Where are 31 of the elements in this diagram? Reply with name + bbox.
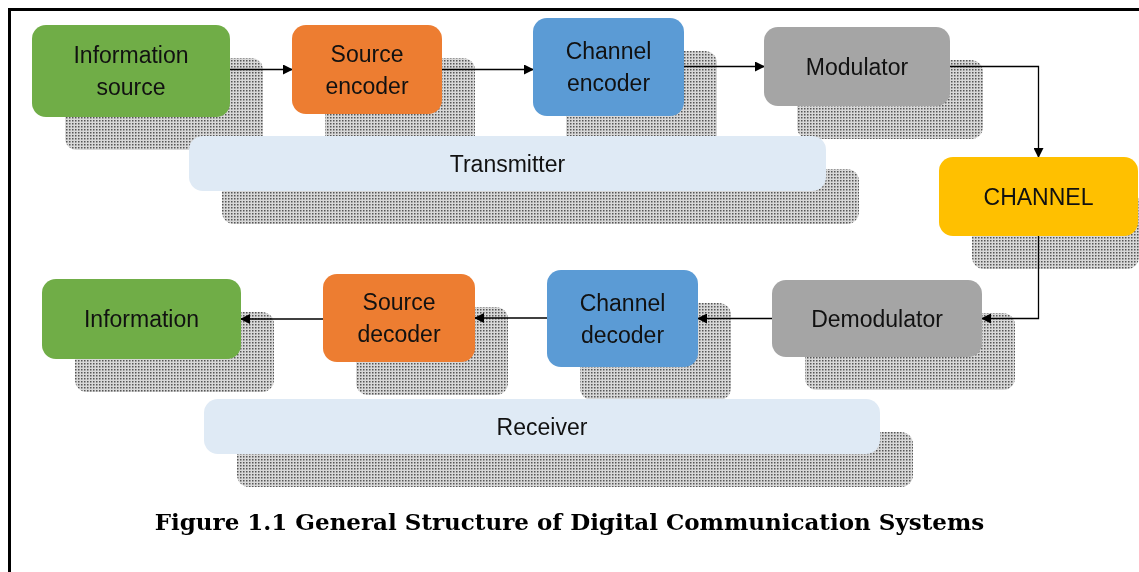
node-label: Modulator	[805, 52, 909, 82]
arrow	[240, 314, 324, 324]
arrow	[697, 313, 773, 324]
process-box	[772, 280, 982, 357]
arrow	[683, 61, 765, 72]
node-label: Channel encoder	[564, 37, 653, 98]
node-label: Information source	[72, 41, 190, 102]
stage-band	[189, 136, 826, 191]
node-label: Information	[83, 305, 200, 334]
process-box	[547, 270, 698, 367]
node-label: Transmitter	[449, 149, 566, 179]
arrow	[981, 235, 1040, 324]
process-box	[323, 274, 475, 362]
process-box	[42, 279, 241, 359]
process-box	[292, 25, 442, 114]
node-label: Channel decoder	[578, 288, 667, 350]
process-box	[32, 25, 230, 117]
arrow	[474, 313, 548, 323]
arrow	[949, 65, 1044, 158]
node-label: Demodulator	[811, 304, 943, 334]
node-label: Source encoder	[324, 39, 410, 101]
node-label: Source decoder	[356, 288, 442, 349]
arrow	[441, 64, 534, 75]
arrow	[229, 64, 293, 75]
process-box	[939, 157, 1138, 236]
node-label: CHANNEL	[983, 182, 1094, 212]
stage-band	[204, 399, 880, 454]
figure-caption: Figure 1.1 General Structure of Digital Communication Systems	[154, 508, 985, 535]
node-label: Receiver	[496, 412, 588, 442]
process-box	[533, 18, 684, 116]
process-box	[764, 27, 950, 106]
